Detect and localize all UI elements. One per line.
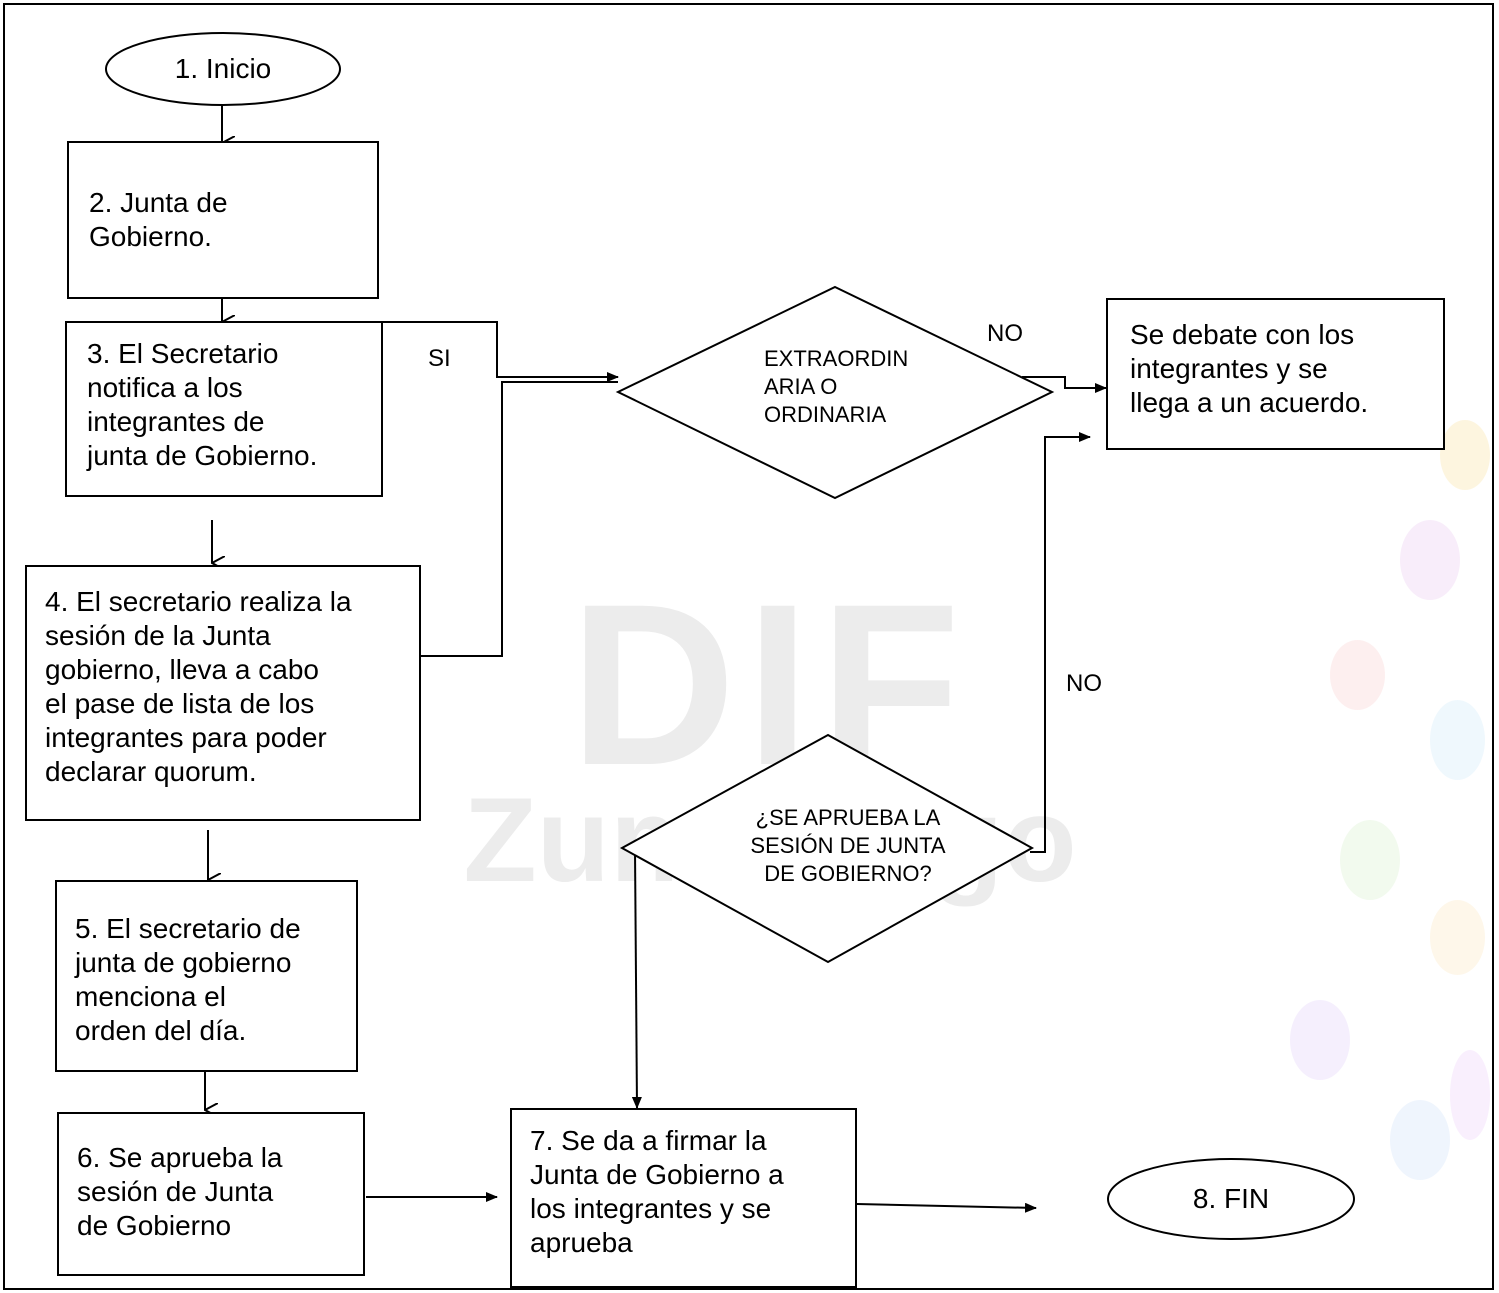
watermark-dot bbox=[1390, 1100, 1450, 1180]
watermark-dot bbox=[1290, 1000, 1350, 1080]
arrow-no-to-debate bbox=[1022, 376, 1107, 393]
watermark-dot bbox=[1430, 700, 1485, 780]
watermark-dot bbox=[1440, 420, 1490, 490]
watermark-dot bbox=[1400, 520, 1460, 600]
decision-aprueba-text: ¿SE APRUEBA LA SESIÓN DE JUNTA DE GOBIER… bbox=[750, 805, 946, 886]
step-sesion-box: 4. El secretario realiza la sesión de la… bbox=[25, 565, 421, 821]
step-notifica-text: 3. El Secretario notifica a los integran… bbox=[87, 338, 318, 471]
inicio-label: 1. Inicio bbox=[174, 53, 272, 84]
step-aprueba-box: 6. Se aprueba la sesión de Junta de Gobi… bbox=[57, 1112, 365, 1276]
step-orden-box: 5. El secretario de junta de gobierno me… bbox=[55, 880, 358, 1072]
step-aprueba-text: 6. Se aprueba la sesión de Junta de Gobi… bbox=[77, 1142, 283, 1241]
step-firma-box: 7. Se da a firmar la Junta de Gobierno a… bbox=[510, 1108, 857, 1288]
label-no-top: NO bbox=[987, 320, 1023, 347]
decision-tipo-diamond bbox=[615, 285, 1055, 500]
fin-label: 8. FIN bbox=[1192, 1183, 1270, 1214]
debate-text: Se debate con los integrantes y se llega… bbox=[1130, 319, 1369, 418]
arrow-firma-to-fin bbox=[856, 1202, 1037, 1213]
watermark-dot bbox=[1330, 640, 1385, 710]
arrow-decision-to-sesion bbox=[399, 381, 618, 661]
decision-tipo-text: EXTRAORDIN ARIA O ORDINARIA bbox=[764, 346, 909, 427]
arrow-si-to-decision bbox=[380, 321, 619, 382]
decision-aprueba-diamond bbox=[619, 733, 1035, 964]
step-sesion-text: 4. El secretario realiza la sesión de la… bbox=[45, 586, 352, 787]
debate-box: Se debate con los integrantes y se llega… bbox=[1106, 298, 1445, 450]
arrow-aprueba-to-firma bbox=[631, 849, 642, 1109]
label-no-right: NO bbox=[1066, 670, 1102, 697]
watermark-dot bbox=[1340, 820, 1400, 900]
watermark-dot bbox=[1450, 1050, 1490, 1140]
label-si: SI bbox=[428, 345, 451, 372]
page-border bbox=[3, 3, 1494, 1290]
step-junta-box: 2. Junta de Gobierno. bbox=[67, 141, 379, 299]
watermark-dot bbox=[1430, 900, 1485, 975]
step-orden-text: 5. El secretario de junta de gobierno me… bbox=[75, 913, 301, 1046]
step-notifica-box: 3. El Secretario notifica a los integran… bbox=[65, 321, 383, 497]
step-junta-text: 2. Junta de Gobierno. bbox=[89, 187, 228, 252]
fin-oval bbox=[1107, 1158, 1355, 1240]
step-firma-text: 7. Se da a firmar la Junta de Gobierno a… bbox=[530, 1125, 784, 1258]
inicio-oval bbox=[105, 32, 341, 106]
arrow-aprueba-no-to-debate bbox=[1030, 432, 1091, 853]
